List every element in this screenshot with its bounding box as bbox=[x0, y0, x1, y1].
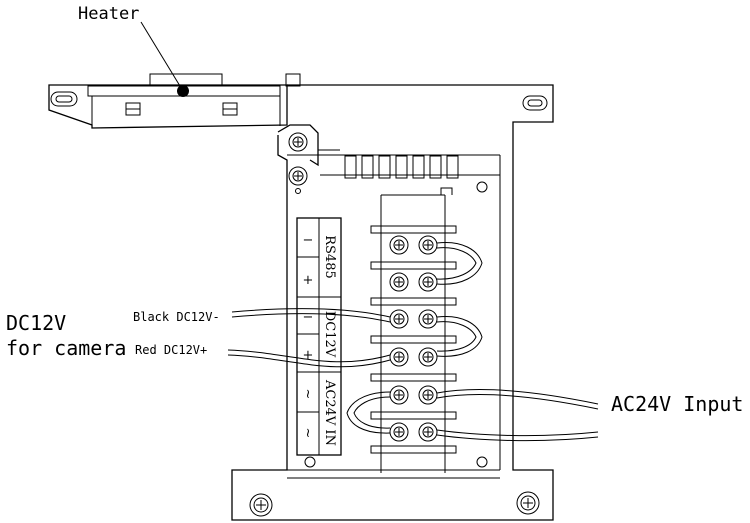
terminal-screw bbox=[389, 235, 409, 255]
heater-label: Heater bbox=[78, 4, 139, 24]
ac-input-wire-bottom-a bbox=[436, 429, 599, 437]
terminal-screw bbox=[418, 422, 438, 442]
rs485-minus-sign: − bbox=[303, 233, 314, 248]
ac-tilde-sign-2: ~ bbox=[300, 428, 315, 439]
terminal-screw bbox=[389, 422, 409, 442]
terminal-screw bbox=[418, 235, 438, 255]
ac-input-wire-top-b bbox=[436, 394, 599, 410]
dc12v-loop-wire-inner bbox=[436, 321, 477, 352]
ac-input-wire-bottom-b bbox=[436, 434, 599, 442]
terminal-screws-left bbox=[389, 235, 409, 442]
rs485-loop-wire-inner bbox=[436, 247, 477, 280]
right-top-bracket bbox=[287, 84, 554, 135]
terminal-separators bbox=[370, 225, 457, 454]
terminal-screw bbox=[418, 309, 438, 329]
ac-loop-wire-outer bbox=[346, 391, 391, 434]
red-wire-top bbox=[227, 349, 391, 363]
terminal-block bbox=[380, 187, 453, 473]
terminal-screw bbox=[418, 385, 438, 405]
red-wire-label: Red DC12V+ bbox=[135, 343, 207, 357]
dc12v-plus-sign: + bbox=[303, 348, 314, 363]
dc12v-loop-wire-outer bbox=[436, 315, 483, 357]
heater-leader-line bbox=[140, 21, 184, 92]
dc12v-minus-sign: − bbox=[303, 310, 314, 325]
black-wire-bottom bbox=[231, 313, 391, 323]
ac24v-in-label: AC24V IN bbox=[322, 379, 337, 446]
terminal-screw bbox=[418, 347, 438, 367]
vent-slots bbox=[344, 155, 459, 179]
dc12v-title-line1: DC12V bbox=[6, 311, 66, 335]
dc12v-label: DC12V bbox=[322, 311, 337, 358]
ac-input-label: AC24V Input bbox=[611, 392, 743, 416]
ac-input-wire-top-a bbox=[436, 389, 599, 405]
dc12v-title-line2: for camera bbox=[6, 336, 126, 360]
terminal-screw bbox=[389, 347, 409, 367]
rs485-loop-wire-outer bbox=[436, 241, 483, 285]
black-wire-top bbox=[231, 308, 391, 318]
rs485-label: RS485 bbox=[322, 235, 337, 279]
terminal-screw bbox=[389, 272, 409, 292]
terminal-label-panel bbox=[296, 217, 342, 456]
rs485-plus-sign: + bbox=[303, 273, 314, 288]
heater-bracket bbox=[48, 73, 301, 129]
bottom-screw-left bbox=[249, 493, 273, 517]
ac-loop-wire-inner bbox=[353, 396, 391, 429]
hinge-bracket bbox=[277, 124, 340, 194]
terminal-screw bbox=[389, 385, 409, 405]
terminal-screw bbox=[418, 272, 438, 292]
terminal-screws-right bbox=[418, 235, 438, 442]
main-plate bbox=[231, 135, 554, 521]
terminal-screw bbox=[389, 309, 409, 329]
black-wire-label: Black DC12V- bbox=[133, 310, 220, 324]
ac-tilde-sign-1: ~ bbox=[300, 389, 315, 400]
bottom-screw-right bbox=[516, 491, 540, 515]
red-wire-bottom bbox=[227, 354, 391, 368]
